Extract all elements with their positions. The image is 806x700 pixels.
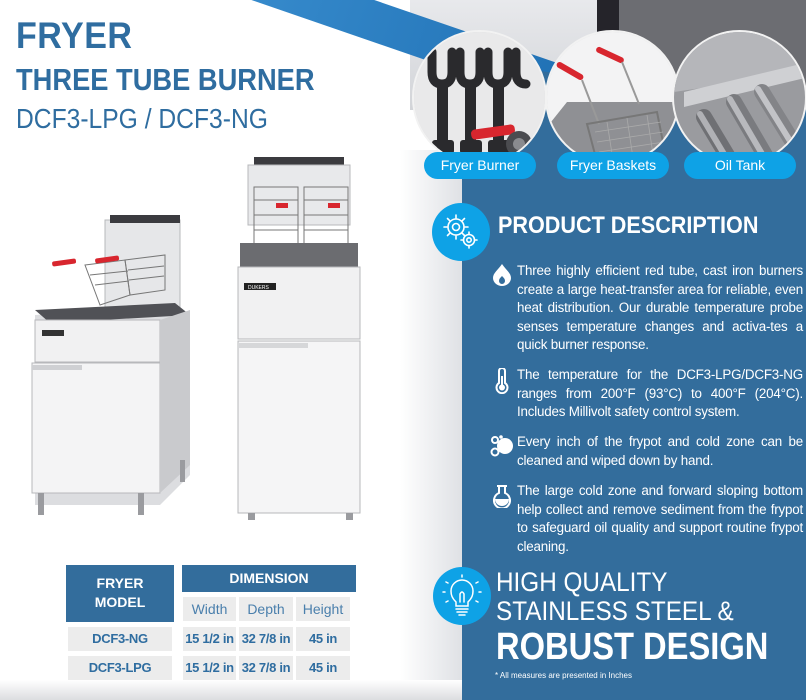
description-bullet: The temperature for the DCF3-LPG/DCF3-NG… [487, 366, 803, 422]
table-cell-height: 45 in [296, 627, 350, 651]
column-header-depth: Depth [239, 597, 293, 621]
gears-icon [432, 203, 490, 261]
flame-icon [487, 262, 517, 355]
table-cell-height: 45 in [296, 656, 350, 680]
feature-label: Fryer Baskets [557, 152, 669, 179]
quality-headline: HIGH QUALITY STAINLESS STEEL & ROBUST DE… [496, 567, 769, 669]
bubbles-icon [487, 433, 517, 470]
description-bullet: Every inch of the frypot and cold zone c… [487, 433, 803, 470]
page-title: FRYER [16, 15, 133, 56]
table-header-dimension: DIMENSION [182, 565, 356, 592]
fryer-image-left [30, 215, 195, 520]
table-cell-model: DCF3-LPG [68, 656, 172, 680]
title-block: FRYER THREE TUBE BURNER DCF3-LPG / DCF3-… [16, 16, 355, 136]
page-subtitle: THREE TUBE BURNER [16, 62, 315, 97]
bottom-shadow [0, 680, 462, 700]
model-numbers: DCF3-LPG / DCF3-NG [16, 103, 268, 134]
table-cell-width: 15 1/2 in [183, 656, 236, 680]
feature-oil-tank: Oil Tank [672, 30, 806, 180]
flask-icon [487, 482, 517, 556]
fryer-image-right: DUKERS [236, 155, 361, 520]
burner-photo-icon [412, 30, 547, 165]
thermometer-icon [487, 366, 517, 422]
blue-panel [461, 120, 806, 700]
table-cell-width: 15 1/2 in [183, 627, 236, 651]
description-bullet: Three highly efficient red tube, cast ir… [487, 262, 803, 355]
brand-label: DUKERS [248, 285, 270, 291]
background-bar [597, 0, 619, 34]
description-bullet: The large cold zone and forward sloping … [487, 482, 803, 556]
lightbulb-icon [433, 567, 491, 625]
feature-label: Fryer Burner [424, 152, 536, 179]
feature-label: Oil Tank [684, 152, 796, 179]
table-cell-model: DCF3-NG [68, 627, 172, 651]
table-cell-depth: 32 7/8 in [239, 656, 293, 680]
baskets-photo-icon [545, 30, 680, 165]
oil-tank-photo-icon [672, 30, 806, 165]
column-header-width: Width [183, 597, 236, 621]
column-header-height: Height [296, 597, 350, 621]
section-title: PRODUCT DESCRIPTION [498, 212, 759, 239]
feature-fryer-burner: Fryer Burner [412, 30, 547, 180]
table-cell-depth: 32 7/8 in [239, 627, 293, 651]
feature-fryer-baskets: Fryer Baskets [545, 30, 680, 180]
table-header-model: FRYER MODEL [66, 565, 174, 622]
measures-footnote: * All measures are presented in Inches [495, 671, 632, 680]
